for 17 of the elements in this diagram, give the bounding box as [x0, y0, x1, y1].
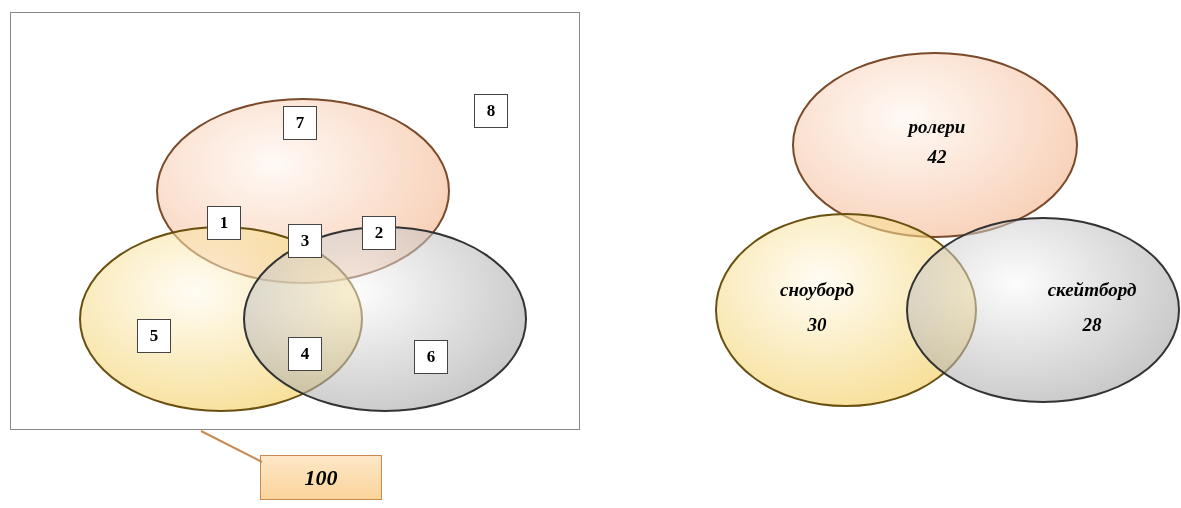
set-name-label: сноуборд [780, 279, 854, 301]
region-number: 5 [137, 319, 171, 353]
count-label: 28 [1082, 314, 1102, 336]
region-number: 4 [288, 337, 322, 371]
leader-line [200, 430, 263, 463]
region-number: 7 [283, 106, 317, 140]
count-label: 42 [927, 146, 947, 168]
region-number: 2 [362, 216, 396, 250]
count-label: 30 [807, 314, 827, 336]
region-number: 6 [414, 340, 448, 374]
region-number: 3 [288, 224, 322, 258]
region-number: 1 [207, 206, 241, 240]
callout-box: 100 [260, 455, 382, 500]
set-name-label: скейтборд [1047, 279, 1137, 301]
universal-set-frame [10, 12, 580, 430]
set-name-label: ролери [908, 116, 966, 138]
region-number: 8 [474, 94, 508, 128]
